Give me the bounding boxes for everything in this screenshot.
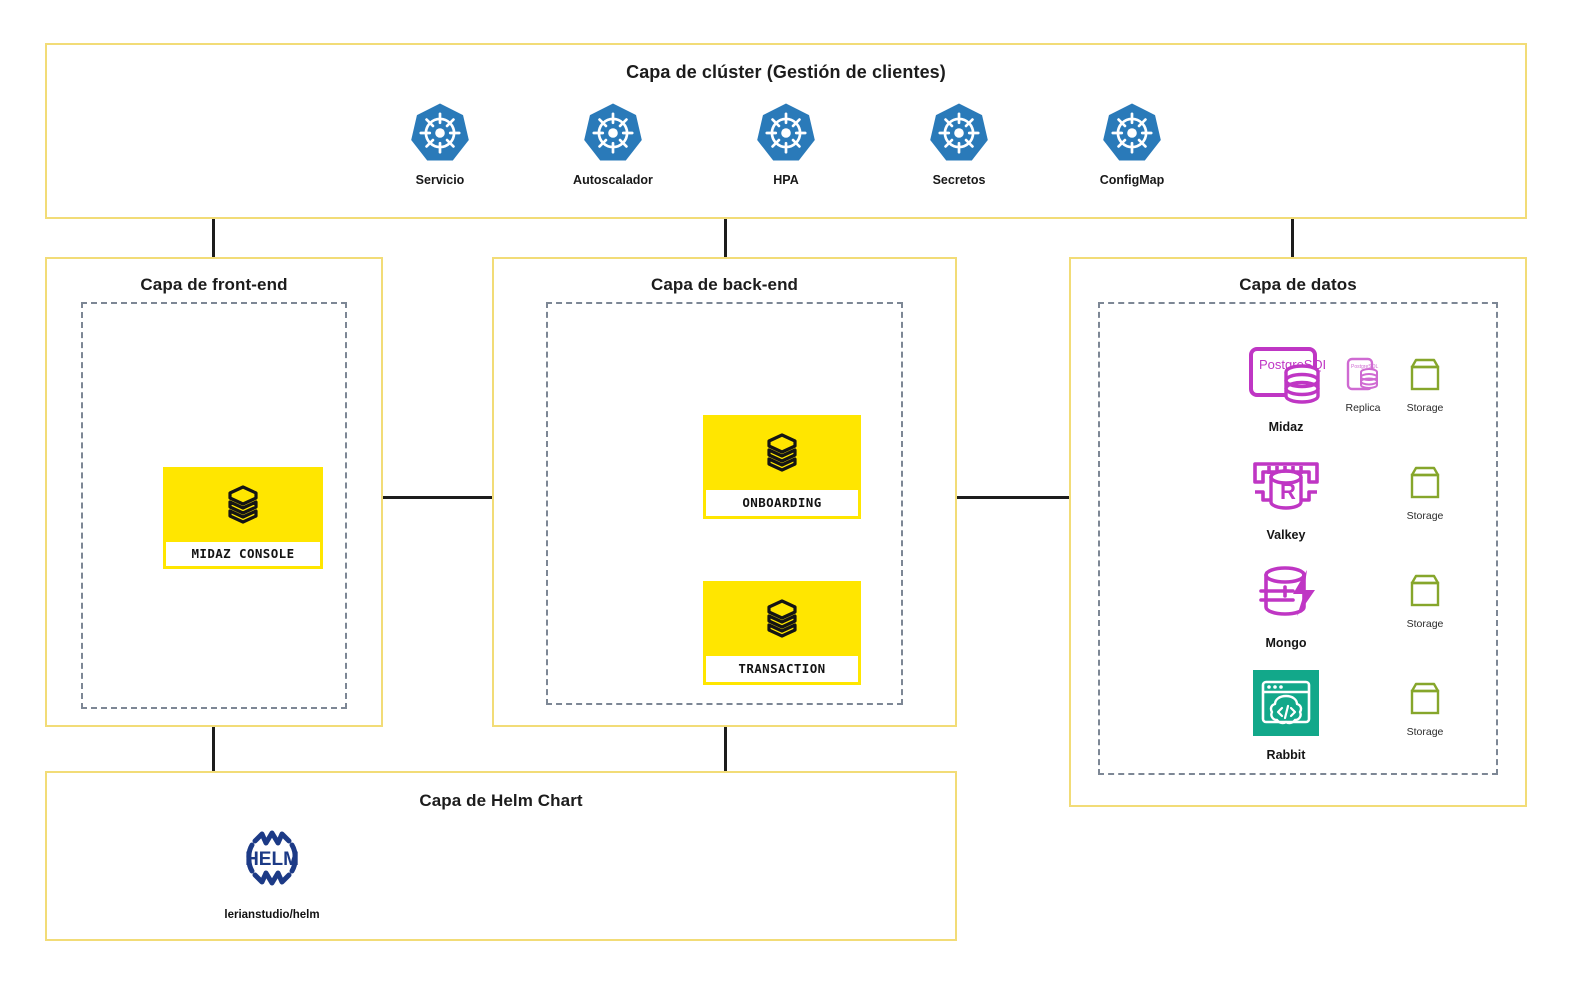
data-side-storage[interactable]: Storage: [1394, 668, 1456, 738]
data-main-mongo: Mongo: [1240, 560, 1332, 650]
helm-layer-title: Capa de Helm Chart: [419, 791, 583, 810]
cluster-item-label: Servicio: [415, 173, 465, 187]
data-main-valkey: R Valkey: [1240, 452, 1332, 542]
data-side-label: Storage: [1406, 618, 1444, 630]
cluster-item-label: Secretos: [932, 173, 986, 187]
kubernetes-icon: [927, 101, 991, 165]
storage-box-icon: [1407, 572, 1443, 615]
frontend-layer-panel: Capa de front-end MIDAZ CONSOLE: [45, 257, 383, 727]
data-layer-panel: Capa de datos PostgreSQL: [1069, 257, 1527, 807]
connector-cluster-to-data: [1291, 219, 1294, 259]
service-card-transaction[interactable]: TRANSACTION: [703, 581, 861, 685]
helm-layer-panel: Capa de Helm Chart HELM lerianstudio/hel…: [45, 771, 957, 941]
backend-dashed-zone: ONBOARDING TRANSACTION: [546, 302, 903, 705]
cluster-item-label: Autoscalador: [573, 173, 653, 187]
data-row-mongo[interactable]: Mongo Storage: [1240, 560, 1456, 650]
kubernetes-icon: [581, 101, 645, 165]
data-row-rabbit[interactable]: Rabbit Storage: [1240, 668, 1456, 762]
storage-box-icon: [1407, 356, 1443, 399]
svg-text:PostgreSQL: PostgreSQL: [1351, 364, 1378, 370]
data-side-replica[interactable]: PostgreSQL Replica: [1332, 344, 1394, 414]
connector-backend-to-helm: [724, 725, 727, 773]
kubernetes-icon: [408, 101, 472, 165]
storage-box-icon: [1407, 464, 1443, 507]
kubernetes-resource-list: Servicio: [47, 101, 1525, 187]
data-dashed-zone: PostgreSQL Midaz: [1098, 302, 1498, 775]
data-side-label: Storage: [1406, 510, 1444, 522]
data-layer-title: Capa de datos: [1239, 275, 1357, 294]
data-side-spacer: [1332, 668, 1394, 680]
connector-cluster-to-backend: [724, 219, 727, 259]
data-side-storage[interactable]: Storage: [1394, 344, 1456, 414]
service-card-midaz-console[interactable]: MIDAZ CONSOLE: [163, 467, 323, 569]
kubernetes-icon: [1100, 101, 1164, 165]
connector-backend-to-data: [955, 496, 1071, 499]
valkey-icon: R: [1249, 452, 1323, 523]
backend-layer-title: Capa de back-end: [650, 275, 799, 294]
postgresql-replica-icon: PostgreSQL: [1346, 356, 1380, 399]
rabbit-icon: [1248, 668, 1324, 743]
data-side-spacer: [1332, 452, 1394, 464]
storage-box-icon: [1407, 680, 1443, 723]
data-side-spacer: [1332, 560, 1394, 572]
data-main-midaz: PostgreSQL Midaz: [1240, 344, 1332, 434]
data-main-label: Rabbit: [1266, 748, 1306, 762]
cluster-layer-title: Capa de clúster (Gestión de clientes): [626, 62, 946, 82]
data-main-label: Midaz: [1268, 420, 1304, 434]
cluster-layer-panel: Capa de clúster (Gestión de clientes): [45, 43, 1527, 219]
connector-frontend-to-backend: [381, 496, 494, 499]
helm-caption: lerianstudio/helm: [224, 909, 320, 921]
frontend-dashed-zone: MIDAZ CONSOLE: [81, 302, 347, 709]
data-main-rabbit: Rabbit: [1240, 668, 1332, 762]
mongo-icon: [1249, 560, 1323, 631]
data-side-label: Storage: [1406, 726, 1444, 738]
data-row-midaz[interactable]: PostgreSQL Midaz: [1240, 344, 1456, 434]
data-side-storage[interactable]: Storage: [1394, 560, 1456, 630]
svg-text:R: R: [1280, 479, 1296, 504]
postgresql-icon: PostgreSQL: [1247, 344, 1330, 415]
service-card-label: TRANSACTION: [738, 661, 826, 676]
helm-logo-text: HELM: [245, 849, 299, 870]
data-side-label: Storage: [1406, 402, 1444, 414]
kubernetes-icon: [754, 101, 818, 165]
database-icon: [166, 470, 320, 542]
data-main-label: Valkey: [1266, 528, 1306, 542]
cluster-item-autoscalador[interactable]: Autoscalador: [565, 101, 661, 187]
frontend-layer-title: Capa de front-end: [140, 275, 288, 294]
helm-logo-block: HELM lerianstudio/helm: [47, 821, 955, 921]
database-icon: [706, 418, 858, 490]
data-side-label: Replica: [1345, 402, 1381, 414]
data-row-valkey[interactable]: R Valkey Storage: [1240, 452, 1456, 542]
service-card-label: MIDAZ CONSOLE: [191, 546, 295, 561]
cluster-item-configmap[interactable]: ConfigMap: [1084, 101, 1180, 187]
cluster-item-secretos[interactable]: Secretos: [911, 101, 1007, 187]
service-card-label: ONBOARDING: [742, 495, 822, 510]
cluster-item-label: ConfigMap: [1099, 173, 1165, 187]
cluster-item-hpa[interactable]: HPA: [738, 101, 834, 187]
helm-icon: HELM: [235, 821, 309, 900]
data-main-label: Mongo: [1265, 636, 1307, 650]
data-side-storage[interactable]: Storage: [1394, 452, 1456, 522]
connector-cluster-to-frontend: [212, 219, 215, 259]
connector-frontend-to-helm: [212, 725, 215, 773]
cluster-item-servicio[interactable]: Servicio: [392, 101, 488, 187]
backend-layer-panel: Capa de back-end ONBOARDING: [492, 257, 957, 727]
database-icon: [706, 584, 858, 656]
service-card-onboarding[interactable]: ONBOARDING: [703, 415, 861, 519]
cluster-item-label: HPA: [773, 173, 799, 187]
